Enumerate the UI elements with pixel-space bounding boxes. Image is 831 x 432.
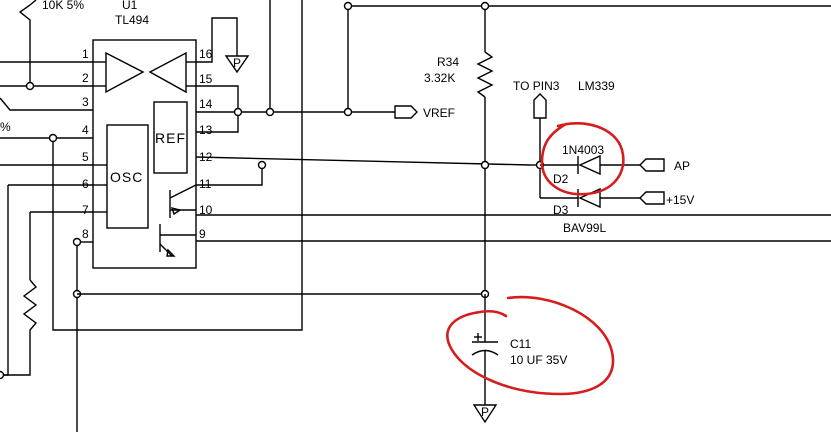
junction-dot — [343, 1, 353, 11]
pin-number: 1 — [82, 47, 89, 61]
pin-number: 3 — [82, 95, 89, 109]
junction-dot — [343, 107, 353, 117]
junction-dot — [265, 107, 275, 117]
note-target: LM339 — [578, 79, 615, 93]
resistor-r34 — [476, 6, 494, 294]
ic-ref-designator: U1 — [122, 0, 138, 12]
pin3-flag — [533, 93, 547, 119]
junction-dot — [480, 1, 490, 11]
vref-flag — [394, 105, 418, 119]
c11-ref: C11 — [510, 337, 531, 351]
ic-part-number: TL494 — [115, 13, 149, 27]
junction-dot — [25, 81, 35, 91]
ground-symbol-top: P — [224, 55, 250, 74]
error-amplifiers — [93, 51, 196, 94]
pin-number: 2 — [82, 71, 89, 85]
right-wiring — [77, 0, 831, 295]
junction-dot — [72, 237, 82, 247]
junction-dot — [257, 160, 267, 170]
d2-part: 1N4003 — [562, 143, 604, 157]
ap-label: AP — [674, 159, 690, 173]
d3-ref: D3 — [553, 203, 569, 217]
pin-number: 6 — [82, 177, 89, 191]
note-to-pin: TO PIN3 — [513, 79, 560, 93]
pin-number: 15 — [199, 72, 213, 86]
pin-number: 16 — [199, 47, 213, 61]
osc-label: OSC — [110, 169, 143, 185]
junction-dot — [48, 133, 58, 143]
junction-dot — [233, 107, 243, 117]
d2-ref: D2 — [553, 172, 569, 186]
resistor-value-top: 10K 5% — [42, 0, 84, 12]
pin-number: 9 — [199, 227, 206, 241]
diode-d2 — [540, 154, 640, 176]
ap-flag — [639, 158, 665, 172]
r34-ref: R34 — [437, 55, 459, 69]
ref-block-label: REF — [155, 130, 186, 146]
output-transistors — [159, 184, 197, 257]
diode-pair-part: BAV99L — [563, 221, 606, 235]
pin-number: 4 — [82, 123, 89, 137]
c11-value: 10 UF 35V — [510, 353, 567, 367]
ic-u1-body — [92, 39, 197, 269]
ground-symbol-bottom: P — [472, 404, 498, 424]
pin-number: 13 — [199, 123, 213, 137]
ground-label: P — [481, 405, 489, 419]
ground-label: P — [233, 56, 241, 70]
junction-dot — [0, 370, 5, 380]
osc-block — [106, 124, 149, 229]
vref-label: VREF — [423, 106, 455, 120]
junction-dot — [480, 160, 490, 170]
pin-number: 11 — [199, 177, 212, 191]
ref-block — [153, 101, 188, 174]
red-annotation-circle-capacitor — [446, 295, 615, 396]
pin-number: 14 — [199, 97, 213, 111]
ic-pin-labels: 1 2 3 4 5 6 7 8 9 10 11 12 13 14 15 16 — [82, 47, 213, 241]
pin-number: 7 — [82, 203, 89, 217]
plus15-label: +15V — [666, 193, 694, 207]
red-annotation-circle-diode — [540, 122, 625, 196]
pin-number: 8 — [82, 227, 89, 241]
pin-number: 10 — [199, 203, 213, 217]
plus15-flag — [639, 191, 665, 205]
r34-value: 3.32K — [424, 71, 455, 85]
left-fragment-text: % — [0, 120, 11, 134]
pin-number: 5 — [82, 150, 89, 164]
left-wiring — [0, 0, 303, 432]
